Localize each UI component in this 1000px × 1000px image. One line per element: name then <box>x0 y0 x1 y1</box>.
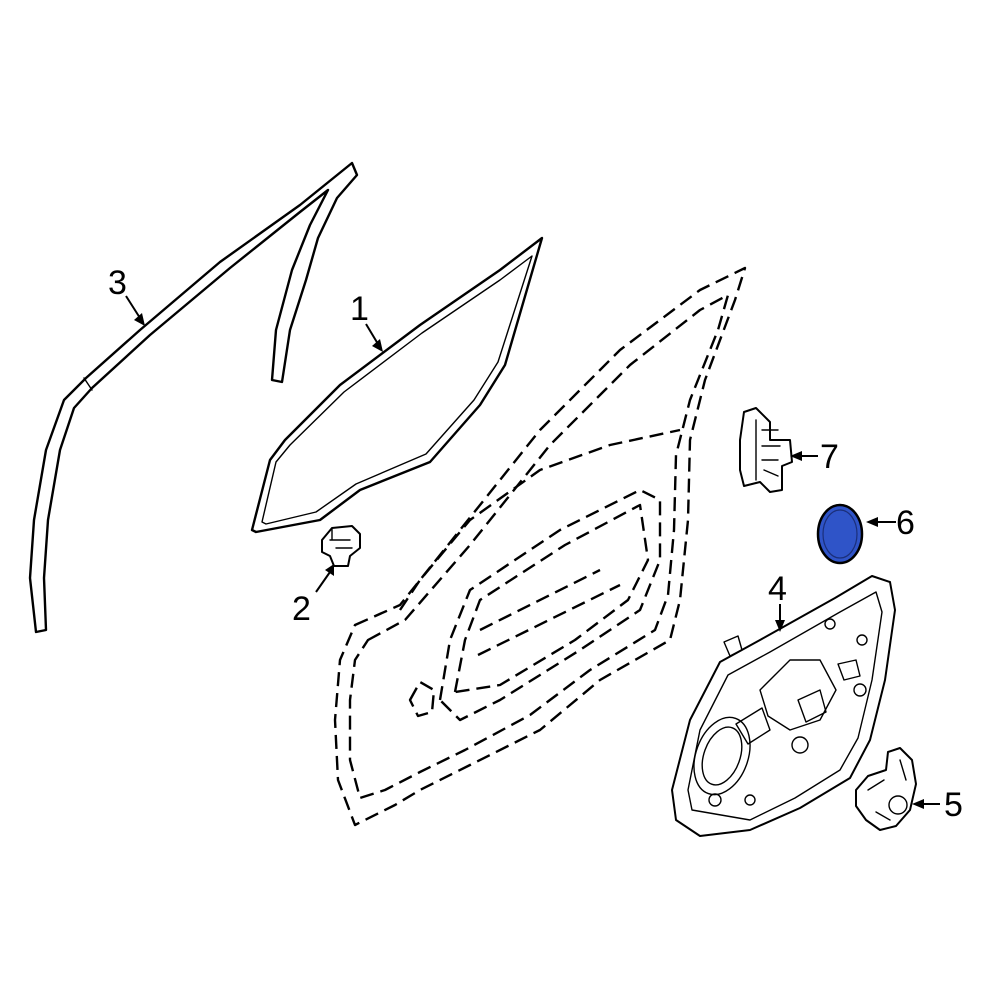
callout-1: 1 <box>350 290 369 328</box>
door-shell-outline <box>333 266 747 827</box>
part-7-switch-bracket[interactable] <box>739 407 793 493</box>
part-6-plug[interactable] <box>816 503 864 565</box>
callout-2: 2 <box>292 590 311 628</box>
part-1-door-glass[interactable] <box>250 236 544 534</box>
callout-7: 7 <box>820 438 839 476</box>
callout-4: 4 <box>768 570 787 608</box>
callout-6: 6 <box>896 504 915 542</box>
part-3-run-channel[interactable] <box>28 161 359 634</box>
part-5-window-motor[interactable] <box>855 747 917 831</box>
callout-5: 5 <box>944 786 963 824</box>
part-2-glass-bracket[interactable] <box>321 525 361 567</box>
part-4-module-panel[interactable] <box>671 575 896 837</box>
callout-leaders <box>125 295 940 809</box>
callout-3: 3 <box>108 264 127 302</box>
